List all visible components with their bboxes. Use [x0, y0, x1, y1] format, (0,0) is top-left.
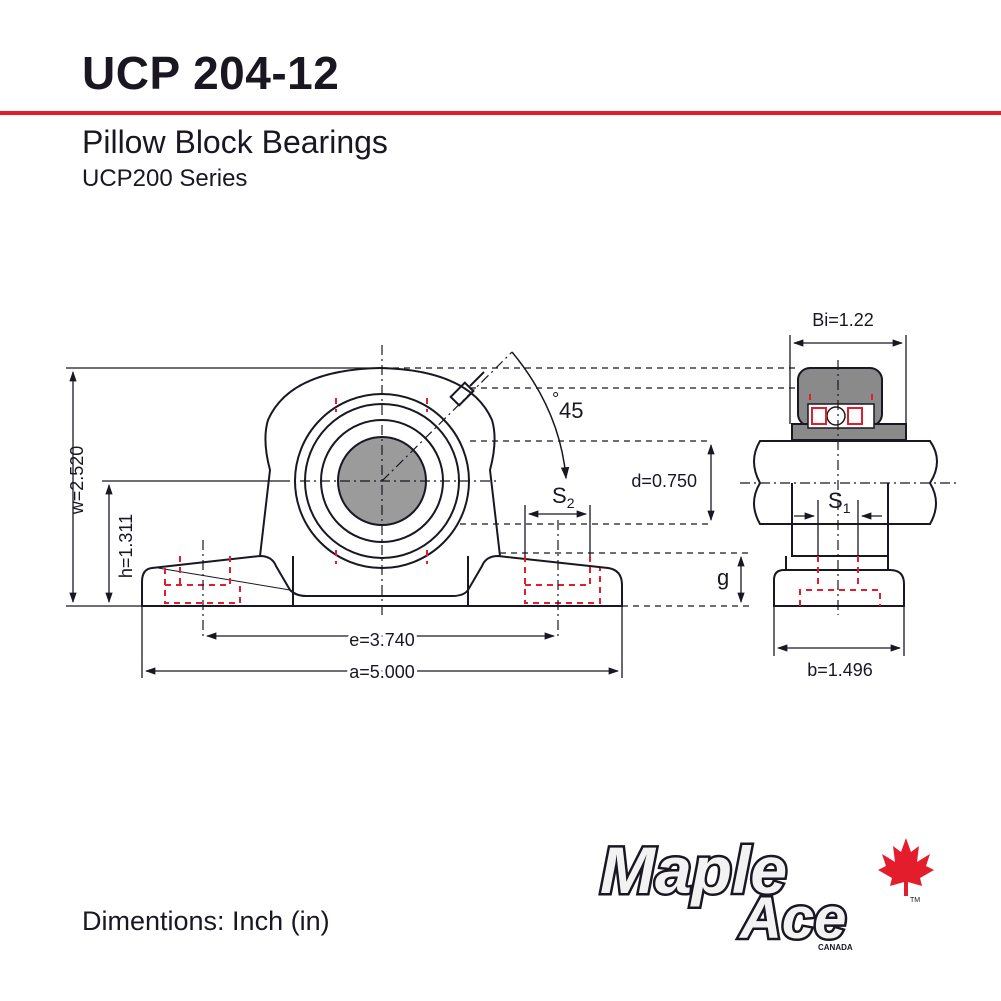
g-label: g [717, 565, 729, 590]
logo-line2: Ace [738, 886, 846, 951]
s2-dimension [524, 505, 591, 556]
d-label: d=0.750 [631, 471, 697, 491]
title-divider [0, 111, 1001, 115]
bi-label: Bi=1.22 [812, 310, 874, 330]
page-title: UCP 204-12 [82, 47, 340, 99]
front-hidden-lines [164, 398, 601, 604]
logo-country: CANADA [818, 943, 853, 952]
w-label: w=2.520 [67, 446, 87, 516]
units-note: Dimentions: Inch (in) [82, 906, 330, 936]
angle-label: 45 [559, 398, 583, 423]
front-base [141, 554, 623, 607]
grease-fitting-icon [449, 371, 485, 407]
product-type: Pillow Block Bearings [82, 124, 388, 160]
bi-dimension [789, 335, 907, 424]
w-dimension [66, 367, 382, 607]
side-centerlines [740, 360, 960, 615]
front-centerlines [202, 345, 559, 640]
s1-label: S1 [828, 488, 851, 516]
angle-arc [511, 351, 570, 480]
b-dimension [773, 606, 905, 656]
a-dimension [141, 606, 623, 678]
s2-label: S2 [552, 483, 575, 511]
h-label: h=1.311 [116, 514, 136, 578]
b-label: b=1.496 [807, 660, 873, 680]
product-series: UCP200 Series [82, 165, 248, 192]
maple-leaf-icon [878, 838, 934, 896]
logo-tm: TM [910, 897, 920, 904]
extension-lines [382, 367, 800, 607]
angle-degree-mark: ° [552, 389, 559, 409]
side-hidden-lines [799, 390, 881, 606]
a-label: a=5.000 [349, 662, 415, 682]
ball-icon [807, 403, 875, 429]
logo-line1: Maple [600, 833, 787, 907]
front-left-bolt-slot [164, 556, 241, 604]
front-right-bolt-slot [524, 556, 601, 604]
s1-dimension [794, 500, 882, 556]
h-dimension [102, 480, 280, 604]
front-foot-left-step [157, 567, 291, 591]
brand-logo: Maple Ace CANADA TM [598, 831, 934, 954]
e-label: e=3.740 [349, 630, 415, 650]
side-base [773, 569, 905, 607]
